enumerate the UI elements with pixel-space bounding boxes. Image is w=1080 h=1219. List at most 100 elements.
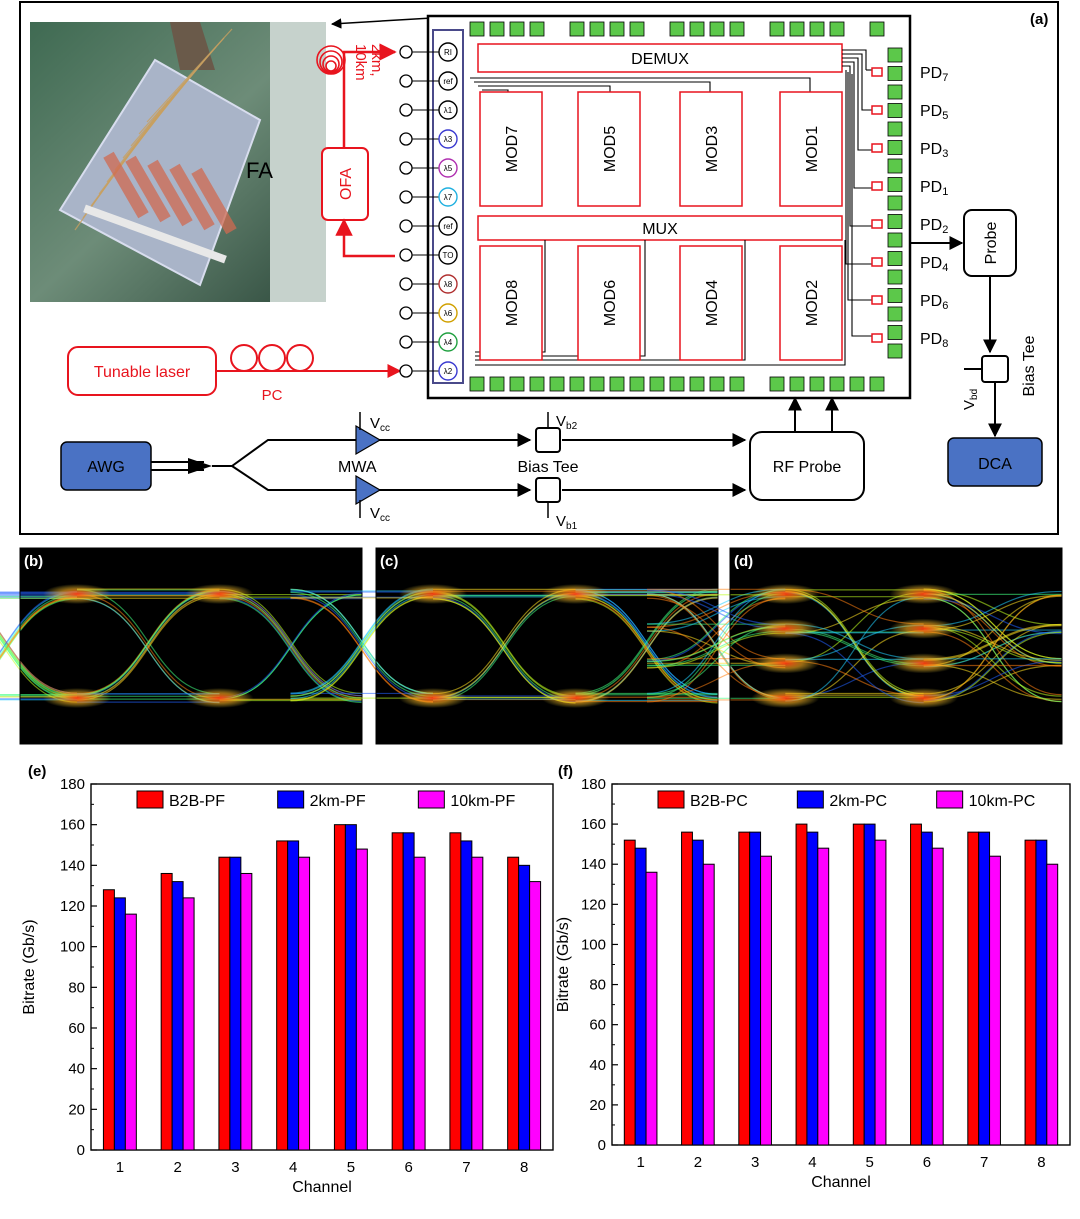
port-marker (438, 187, 458, 207)
mwa-label: MWA (338, 459, 377, 476)
port-column (432, 29, 464, 384)
eye-panel-label: (b) (24, 553, 43, 570)
eye-crossing (185, 584, 254, 604)
bias-tee-mid-top (535, 427, 561, 453)
bar (529, 881, 542, 1151)
eye-crossing (889, 688, 958, 708)
eye-crossing (751, 618, 820, 639)
chart-panel-label: (f) (558, 763, 573, 780)
bond-pad (569, 376, 585, 392)
bond-pad (869, 376, 885, 392)
eye-diagrams: (b) (c) (d) (0, 547, 1063, 745)
bar (449, 832, 462, 1151)
ofa-label: OFA (338, 168, 355, 200)
y-axis-label: Bitrate (Gb/s) (21, 919, 38, 1014)
bond-pad (469, 21, 485, 37)
y-tick-label: 160 (581, 816, 606, 833)
chip-photo-stripes (74, 28, 237, 235)
eye-crossing (43, 688, 111, 708)
bond-pad (689, 376, 705, 392)
port-coupler (399, 248, 413, 262)
port-marker (438, 100, 458, 120)
bond-pad (887, 121, 903, 137)
legend-label: 2km-PC (829, 793, 887, 810)
bar (1046, 863, 1059, 1146)
legend-label: 10km-PF (450, 793, 515, 810)
legend-swatch (136, 790, 164, 809)
bias-tee-right-label: Bias Tee (1021, 335, 1038, 396)
port-coupler (399, 190, 413, 204)
bond-pad (489, 376, 505, 392)
bar (102, 889, 115, 1151)
bond-pad (509, 376, 525, 392)
bar (460, 840, 473, 1151)
y-tick-label: 0 (77, 1142, 85, 1159)
bar (795, 823, 808, 1146)
bar (182, 897, 195, 1151)
bond-pad (549, 376, 565, 392)
panel-a: (a) FA 2km,10km OFA Tunable laser (19, 1, 1059, 535)
legend-swatch (657, 790, 685, 809)
awg-label: AWG (87, 459, 125, 476)
port-label: λ3 (444, 135, 453, 144)
port-marker (438, 303, 458, 323)
bar (471, 856, 484, 1151)
rf-probe-box (749, 431, 865, 501)
bar (645, 871, 658, 1146)
photodiode-label: PD2 (920, 217, 948, 236)
eye-trace (575, 588, 719, 694)
port-coupler (399, 335, 413, 349)
port-marker (438, 361, 458, 381)
port-marker (438, 158, 458, 178)
waveguide-routing (470, 49, 872, 366)
bar (817, 847, 830, 1146)
bond-pad (509, 21, 525, 37)
port-marker (438, 274, 458, 294)
vb2-main: V (556, 413, 566, 430)
bond-pad (469, 376, 485, 392)
port-coupler (399, 277, 413, 291)
bar (852, 823, 865, 1146)
fiber-length-label: 2km,10km (352, 44, 385, 81)
bond-pad (869, 21, 885, 37)
modulator-label: MOD8 (504, 280, 521, 326)
y-tick-label: 100 (581, 936, 606, 953)
mwa-amplifier-top (355, 412, 382, 456)
panel-a-frame (19, 1, 1059, 535)
panel-a-label: (a) (1030, 11, 1048, 28)
bond-pad (489, 21, 505, 37)
bond-pad (887, 177, 903, 192)
x-tick-label: 3 (751, 1154, 759, 1171)
port-coupler (399, 364, 413, 378)
photodiode-label: PD4 (920, 255, 948, 274)
legend-swatch (277, 790, 305, 809)
x-tick-label: 2 (694, 1154, 702, 1171)
bias-tee-right-box (981, 355, 1009, 383)
port-label: λ6 (444, 309, 453, 318)
port-coupler (399, 161, 413, 175)
photodiode-label: PD5 (920, 103, 948, 122)
bar (1024, 839, 1037, 1146)
y-tick-label: 120 (60, 898, 85, 915)
eye-panel-label: (c) (380, 553, 398, 570)
x-tick-label: 6 (923, 1154, 931, 1171)
eye-panel-label: (d) (734, 553, 753, 570)
port-label: TO (443, 251, 454, 260)
bond-pad (829, 21, 845, 37)
port-coupler (399, 103, 413, 117)
vcc-bottom-main: V (370, 505, 380, 522)
photodiode-icon (871, 143, 883, 153)
vcc-top-sub: cc (380, 423, 390, 434)
y-tick-label: 140 (60, 857, 85, 874)
bar (113, 897, 126, 1151)
bond-pad (689, 21, 705, 37)
bar (391, 832, 404, 1151)
modulator-label: MOD3 (704, 126, 721, 172)
bar (1035, 839, 1048, 1146)
bond-pad (789, 376, 805, 392)
bond-pad (769, 21, 785, 37)
bond-pad (789, 21, 805, 37)
bond-pad (649, 376, 665, 392)
